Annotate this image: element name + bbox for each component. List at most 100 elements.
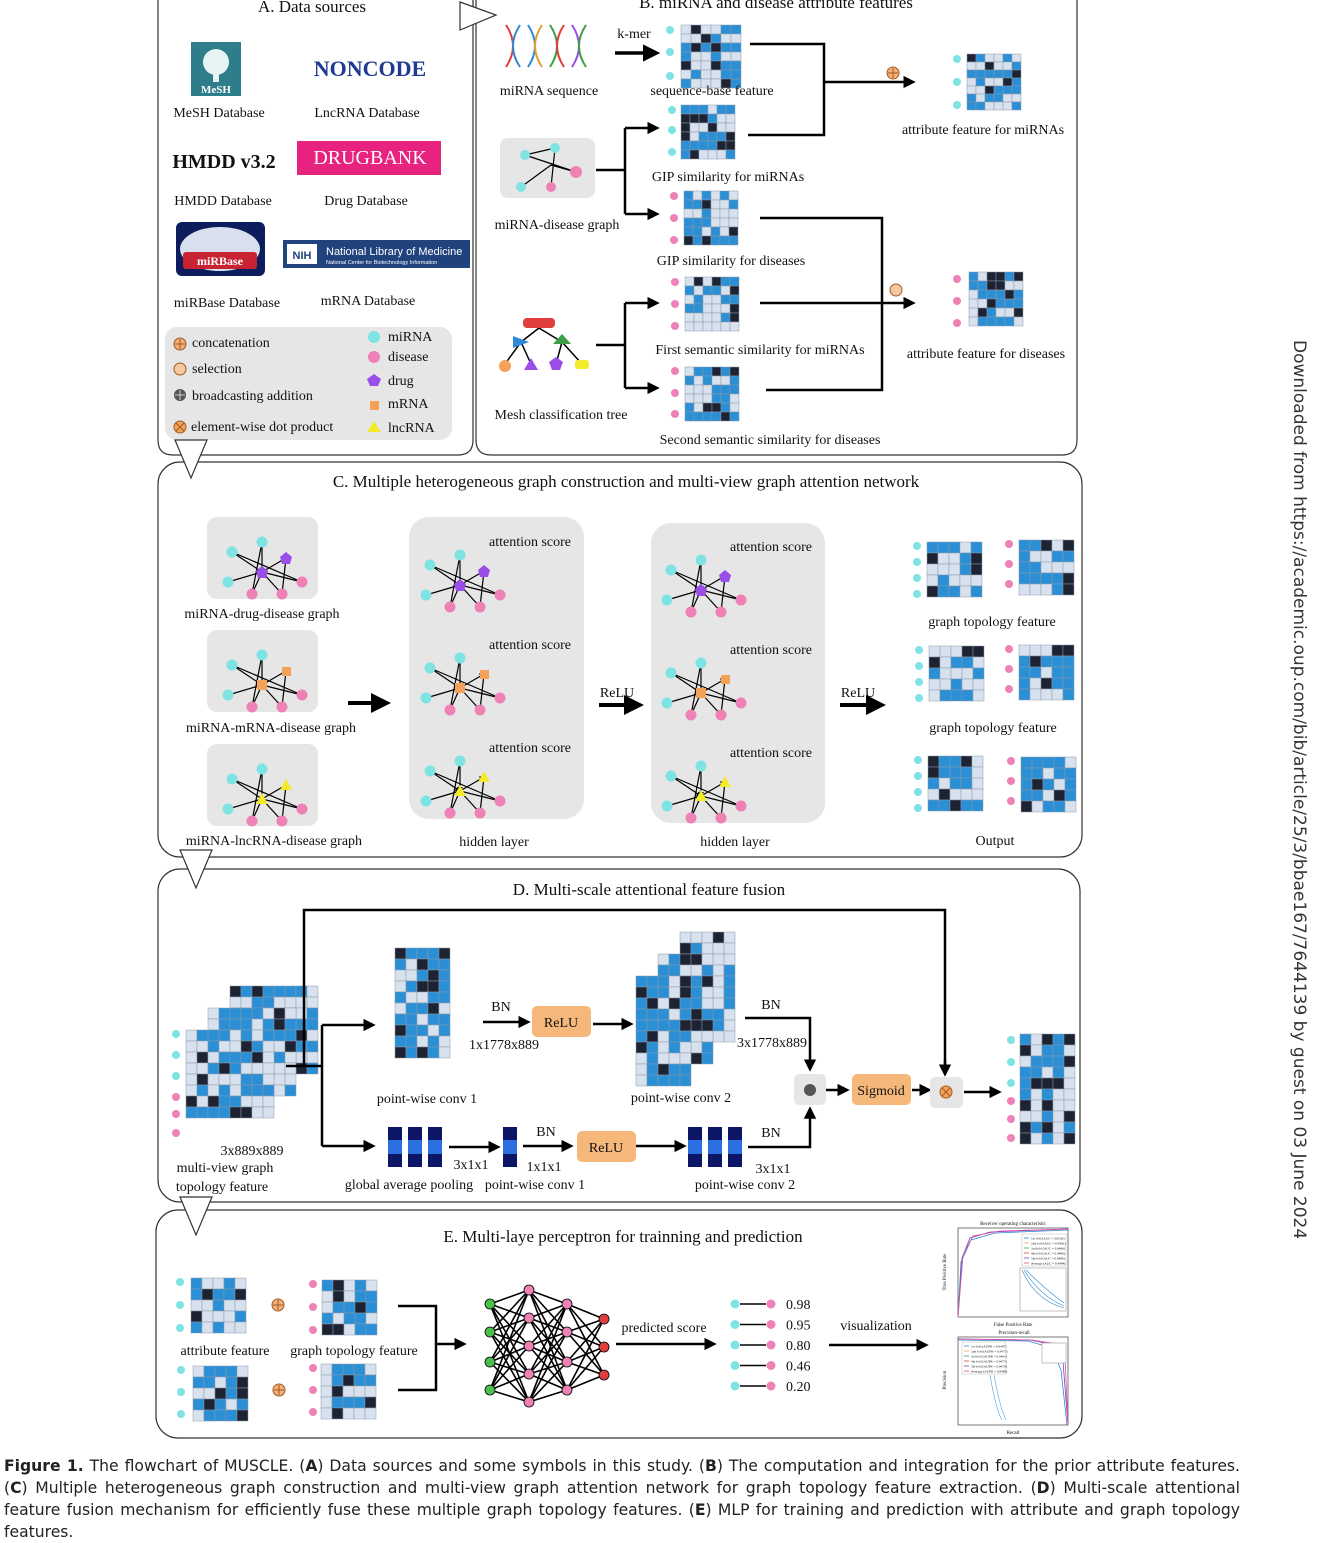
operator-legend: concatenation selection broadcasting add… <box>173 336 333 435</box>
grid-cells <box>683 190 739 246</box>
input-label-1: multi-view graph <box>177 1161 274 1176</box>
topology-label-1: graph topology feature <box>928 615 1056 630</box>
svg-text:MeSH: MeSH <box>201 84 231 96</box>
legend-entry: 3rd fold (AUC = 0.9466) <box>1031 1247 1065 1251</box>
relu-block-1 <box>532 1006 591 1037</box>
graph-icon <box>420 549 506 613</box>
panel-d-title: D. Multi-scale attentional feature fusio… <box>513 880 786 899</box>
attr-feature-label: attribute feature <box>180 1344 269 1359</box>
sequence-feature-matrix <box>680 24 742 89</box>
topo-matrix-1 <box>321 1279 378 1336</box>
bn-label-4: BN <box>761 1126 780 1141</box>
selection-icon <box>173 362 187 376</box>
mirna-sequence-label: miRNA sequence <box>500 84 598 99</box>
grid-cells <box>684 276 740 332</box>
grid-cells <box>1020 756 1077 813</box>
caption-text-3: ) The computation and integration for th… <box>4 1457 1241 1497</box>
second-semantic-label: Second semantic similarity for diseases <box>660 433 881 448</box>
mrna-node-icon <box>370 401 379 410</box>
symbol-legend-box <box>165 327 452 440</box>
score-value: 0.80 <box>786 1339 811 1354</box>
second-semantic-matrix <box>684 366 740 422</box>
topology-label-2: graph topology feature <box>929 721 1057 736</box>
output-label: Output <box>976 834 1015 849</box>
input-feature-stack <box>185 985 319 1119</box>
mirna-disease-graph-label: miRNA-disease graph <box>495 218 620 233</box>
graph-icon <box>222 536 308 600</box>
legend-entry: 4th fold (AUPR = 0.9477) <box>971 1360 1007 1364</box>
legend-entry: 2nd fold (AUPR = 0.9477) <box>971 1350 1007 1354</box>
pw-conv2-label: point-wise conv 2 <box>631 1091 731 1106</box>
svg-text:miRNA: miRNA <box>388 330 433 345</box>
graph-icon <box>420 755 506 819</box>
lncrna-node-icon <box>367 421 381 432</box>
grid-cells <box>1019 1033 1076 1145</box>
legend-entry: 2nd fold (AUC = 0.9461) <box>1031 1242 1066 1246</box>
gip-disease-matrix <box>683 190 739 246</box>
panel-d-to-e-arrow-icon <box>179 1196 213 1237</box>
svg-text:lncRNA: lncRNA <box>388 421 436 436</box>
dim-label-4: 1x1x1 <box>527 1160 562 1175</box>
kmer-label: k-mer <box>617 27 651 42</box>
svg-text:Recall: Recall <box>1007 1431 1020 1436</box>
gip-mirna-label: GIP similarity for miRNAs <box>652 170 804 185</box>
caption-a: A <box>305 1457 318 1475</box>
grid-cells <box>635 975 692 1087</box>
svg-text:Precision-recall: Precision-recall <box>998 1331 1030 1336</box>
panel-b: B. miRNA and disease attribute features … <box>459 0 1078 456</box>
svg-text:broadcasting addition: broadcasting addition <box>192 389 313 404</box>
panel-e-title: E. Multi-laye perceptron for trainning a… <box>443 1227 803 1246</box>
grid-cells <box>968 271 1024 327</box>
svg-text:Receiver operating characteris: Receiver operating characteristic <box>980 1222 1047 1227</box>
svg-text:disease: disease <box>388 350 428 365</box>
disease-dots-4 <box>671 367 679 418</box>
graph-icon <box>420 652 506 716</box>
gip-disease-label: GIP similarity for diseases <box>657 254 805 269</box>
caption-text-4: ) Multiple heterogeneous graph construct… <box>21 1479 1037 1497</box>
score-value: 0.46 <box>786 1360 811 1375</box>
relu-block-2 <box>577 1131 636 1162</box>
noncode-label: LncRNA Database <box>314 106 419 121</box>
grid-cells <box>966 53 1022 111</box>
score-list: 0.980.950.800.460.20 <box>730 1298 811 1395</box>
attention-label-1a: attention score <box>489 535 571 550</box>
grid-cells <box>680 24 742 89</box>
pw-conv2b-label: point-wise conv 2 <box>695 1178 795 1193</box>
svg-text:mRNA: mRNA <box>388 397 429 412</box>
mirna-dots-3 <box>668 106 676 156</box>
mirna-node-icon <box>368 331 380 343</box>
score-value: 0.20 <box>786 1380 811 1395</box>
caption-text-2: ) Data sources and some symbols in this … <box>317 1457 705 1475</box>
attention-graphs <box>420 549 747 824</box>
panel-c-title: C. Multiple heterogeneous graph construc… <box>333 472 920 491</box>
predicted-score-label: predicted score <box>621 1321 706 1336</box>
attention-label-2c: attention score <box>730 746 812 761</box>
attention-label-1b: attention score <box>489 638 571 653</box>
heterogeneous-graphs <box>207 517 318 827</box>
mlp-network-icon <box>484 1284 610 1408</box>
grid-cells <box>1018 644 1075 701</box>
panel-c-to-d-arrow-icon <box>179 849 213 890</box>
grid-cells <box>320 1363 377 1420</box>
hidden-layer-label-1: hidden layer <box>459 835 529 850</box>
svg-text:drug: drug <box>388 374 414 389</box>
bn-label-1: BN <box>491 1000 510 1015</box>
panel-d: D. Multi-scale attentional feature fusio… <box>157 849 1081 1203</box>
attention-label-1c: attention score <box>489 741 571 756</box>
graph-icon <box>661 657 747 721</box>
grid-cells <box>1018 539 1075 596</box>
pw-conv1b-label: point-wise conv 1 <box>485 1178 585 1193</box>
caption-text-1: The flowchart of MUSCLE. ( <box>83 1457 306 1475</box>
panel-a: A. Data sources MeSH MeSH Database NONCO… <box>157 0 474 456</box>
graph-icon <box>222 649 308 713</box>
panel-e: E. Multi-laye perceptron for trainning a… <box>155 1196 1083 1439</box>
hidden-layer-2-box <box>651 523 825 823</box>
grid-cells <box>321 1279 378 1336</box>
ncbi-label: mRNA Database <box>321 294 415 309</box>
attr-matrix-1 <box>190 1277 247 1334</box>
hidden-layer-label-2: hidden layer <box>700 835 770 850</box>
svg-text:National Center for Biotechnol: National Center for Biotechnology Inform… <box>326 260 437 266</box>
mesh-tree-icon <box>499 318 589 372</box>
disease-dots-1 <box>670 192 678 244</box>
legend-entry: 5th fold (AUC = 0.9480) <box>1031 1257 1065 1261</box>
